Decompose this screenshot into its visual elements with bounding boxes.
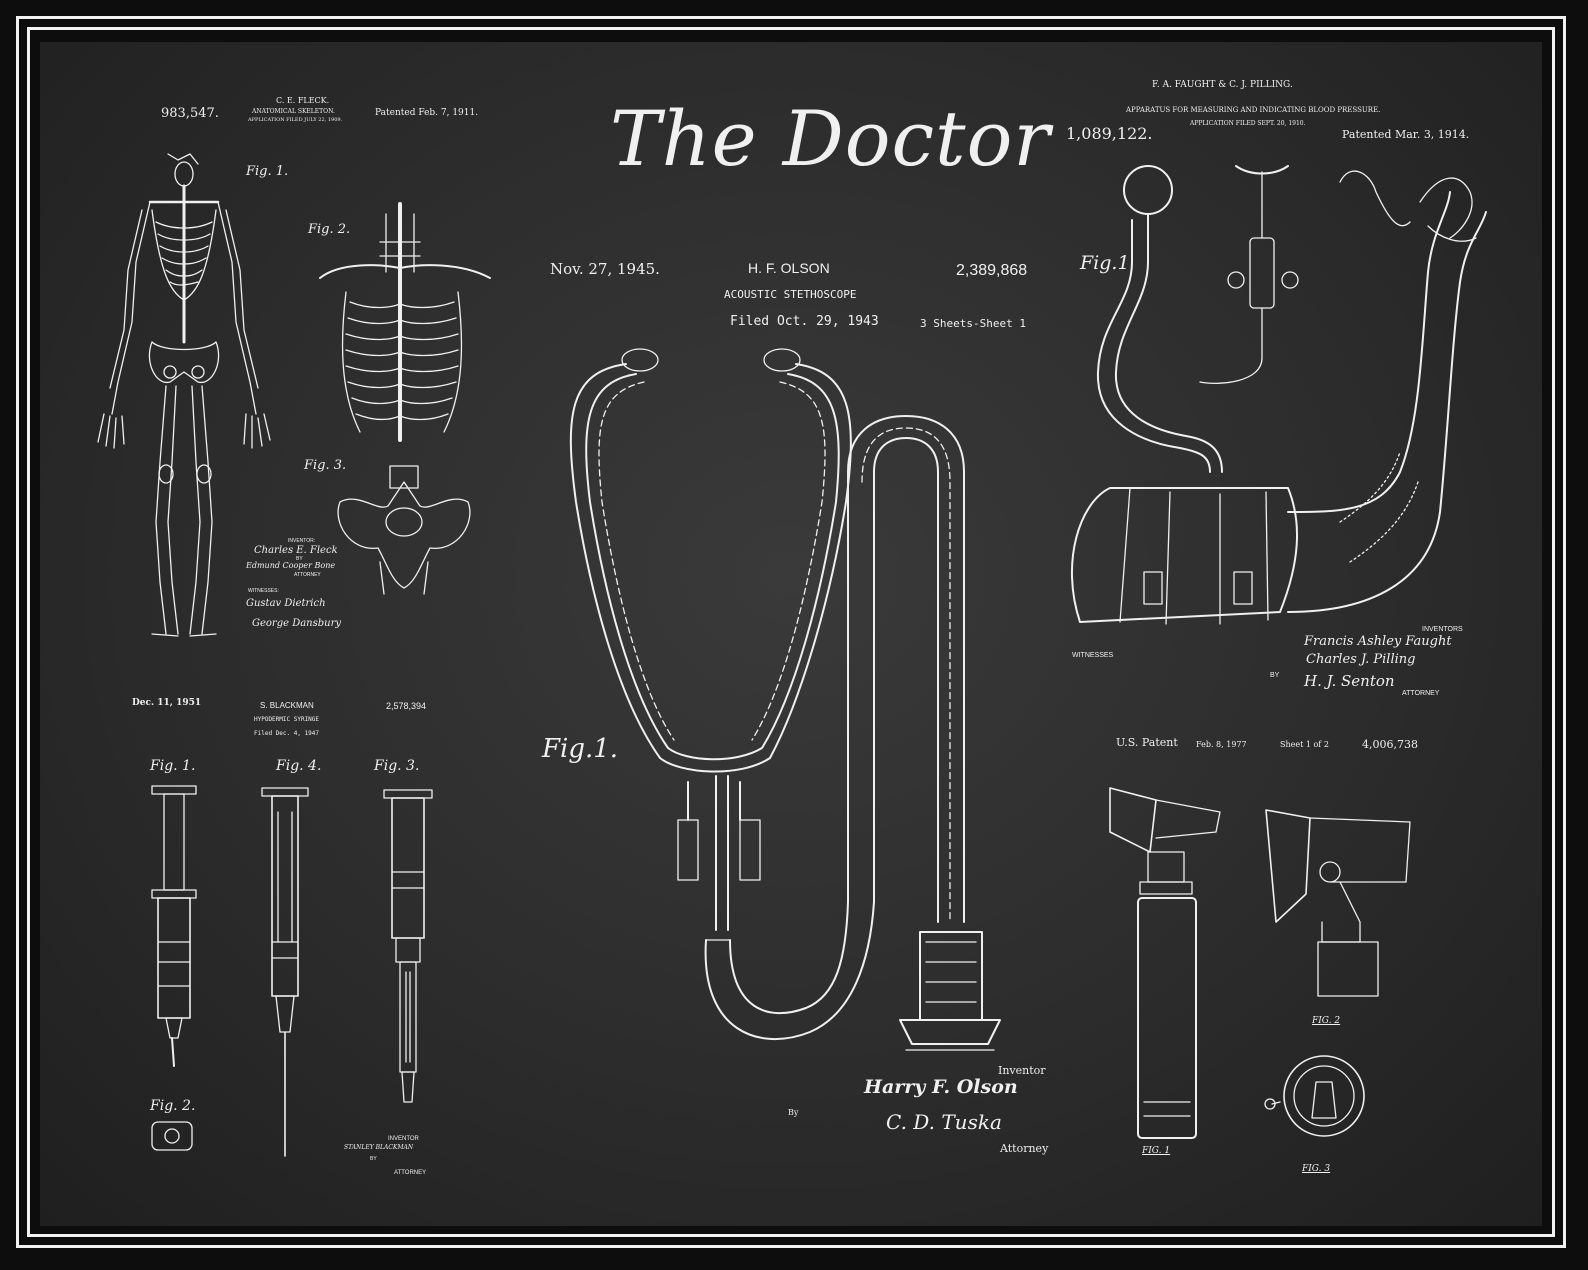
bp-attorney-label: ATTORNEY bbox=[1402, 690, 1440, 697]
otoscope-patent-date: Feb. 8, 1977 bbox=[1196, 740, 1247, 749]
skeleton-inventor-header: C. E. FLECK. bbox=[276, 96, 330, 105]
blood-pressure-figure bbox=[1072, 166, 1486, 624]
skeleton-inventor-label: INVENTOR: bbox=[288, 538, 316, 544]
skeleton-witness1-signature: Gustav Dietrich bbox=[246, 598, 326, 609]
skeleton-attorney-label: ATTORNEY bbox=[294, 572, 321, 578]
skeleton-application: APPLICATION FILED JULY 22, 1909. bbox=[248, 117, 343, 123]
stethoscope-by-label: By bbox=[788, 1108, 799, 1117]
syringe-fig4-label: Fig. 4. bbox=[276, 758, 322, 774]
bp-inventor-signature-1: Francis Ashley Faught bbox=[1304, 634, 1452, 649]
syringe-inventor-header: S. BLACKMAN bbox=[260, 701, 314, 710]
otoscope-fig1-label: FIG. 1 bbox=[1142, 1146, 1171, 1156]
otoscope-patent-number: 4,006,738 bbox=[1362, 738, 1418, 751]
skeleton-attorney-signature: Edmund Cooper Bone bbox=[246, 561, 336, 570]
stethoscope-attorney-label: Attorney bbox=[1000, 1142, 1049, 1155]
stethoscope-inventor-signature: Harry F. Olson bbox=[864, 1076, 1018, 1098]
bp-patent-number: 1,089,122. bbox=[1066, 124, 1153, 143]
poster-title: The Doctor bbox=[610, 94, 1051, 183]
skeleton-fig3-label: Fig. 3. bbox=[304, 458, 347, 473]
skeleton-figure bbox=[98, 154, 270, 636]
blueprint-board: The Doctor 983,547. C. E. FLECK. ANATOMI… bbox=[40, 42, 1542, 1226]
skeleton-witnesses-label: WITNESSES: bbox=[248, 588, 279, 594]
stethoscope-figure bbox=[571, 349, 1000, 1050]
syringe-inventor-name: STANLEY BLACKMAN bbox=[344, 1144, 414, 1151]
frame-border-inner bbox=[27, 27, 1555, 1237]
syringe-filed-date: Filed Dec. 4, 1947 bbox=[254, 730, 320, 737]
syringe-inventor-label: INVENTOR bbox=[388, 1136, 419, 1142]
bp-patented-date: Patented Mar. 3, 1914. bbox=[1342, 128, 1470, 141]
stethoscope-sheets: 3 Sheets-Sheet 1 bbox=[920, 317, 1026, 330]
skeleton-witness2-signature: George Dansbury bbox=[252, 618, 342, 629]
syringe-patent-date: Dec. 11, 1951 bbox=[132, 698, 202, 708]
stethoscope-patent-date: Nov. 27, 1945. bbox=[550, 260, 660, 278]
stethoscope-patent-name: ACOUSTIC STETHOSCOPE bbox=[724, 288, 857, 301]
syringe-fig2-label: Fig. 2. bbox=[150, 1098, 196, 1114]
skeleton-patented-date: Patented Feb. 7, 1911. bbox=[375, 108, 479, 118]
syringe-by-label: BY bbox=[370, 1156, 377, 1162]
bp-application: APPLICATION FILED SEPT. 20, 1910. bbox=[1190, 120, 1306, 127]
syringe-patent-number: 2,578,394 bbox=[386, 701, 427, 711]
skeleton-patent-name: ANATOMICAL SKELETON. bbox=[252, 108, 335, 115]
skeleton-patent-number: 983,547. bbox=[161, 106, 219, 121]
pelvis-figure bbox=[338, 466, 470, 594]
frame-border-outer bbox=[16, 16, 1566, 1248]
skeleton-fig2-label: Fig. 2. bbox=[308, 222, 351, 237]
stethoscope-patent-number: 2,389,868 bbox=[956, 262, 1028, 279]
otoscope-sheet: Sheet 1 of 2 bbox=[1280, 740, 1329, 749]
syringe-patent-name: HYPODERMIC SYRINGE bbox=[254, 716, 320, 723]
bp-attorney-signature: H. J. Senton bbox=[1304, 672, 1395, 690]
syringe-attorney-label: ATTORNEY bbox=[394, 1170, 427, 1176]
skeleton-inventor-signature: Charles E. Fleck bbox=[254, 545, 338, 556]
bp-witnesses-label: WITNESSES bbox=[1072, 652, 1114, 659]
otoscope-figures bbox=[1110, 788, 1410, 1138]
skeleton-by-label: BY bbox=[296, 556, 303, 562]
syringe-fig1-label: Fig. 1. bbox=[150, 758, 196, 774]
bp-inventors-label: INVENTORS bbox=[1422, 626, 1463, 633]
bp-inventor-header: F. A. FAUGHT & C. J. PILLING. bbox=[1152, 80, 1293, 90]
patent-drawings bbox=[40, 42, 1542, 1226]
bp-by-label: BY bbox=[1270, 672, 1280, 679]
syringe-figures bbox=[152, 786, 432, 1156]
stethoscope-inventor-header: H. F. OLSON bbox=[748, 260, 830, 276]
stethoscope-fig-label: Fig.1. bbox=[542, 734, 619, 764]
otoscope-fig2-label: FIG. 2 bbox=[1312, 1016, 1341, 1026]
ribcage-figure bbox=[320, 204, 490, 440]
bp-inventor-signature-2: Charles J. Pilling bbox=[1306, 652, 1416, 667]
bp-fig-label: Fig.1 bbox=[1080, 252, 1130, 274]
otoscope-patent-header: U.S. Patent bbox=[1116, 736, 1178, 749]
bp-patent-name: APPARATUS FOR MEASURING AND INDICATING B… bbox=[1126, 106, 1381, 114]
stethoscope-inventor-label: Inventor bbox=[998, 1064, 1046, 1077]
syringe-fig3-label: Fig. 3. bbox=[374, 758, 420, 774]
otoscope-fig3-label: FIG. 3 bbox=[1302, 1164, 1331, 1174]
stethoscope-filed-date: Filed Oct. 29, 1943 bbox=[730, 314, 879, 329]
stethoscope-attorney-signature: C. D. Tuska bbox=[886, 1110, 1002, 1134]
skeleton-fig1-label: Fig. 1. bbox=[246, 164, 289, 179]
